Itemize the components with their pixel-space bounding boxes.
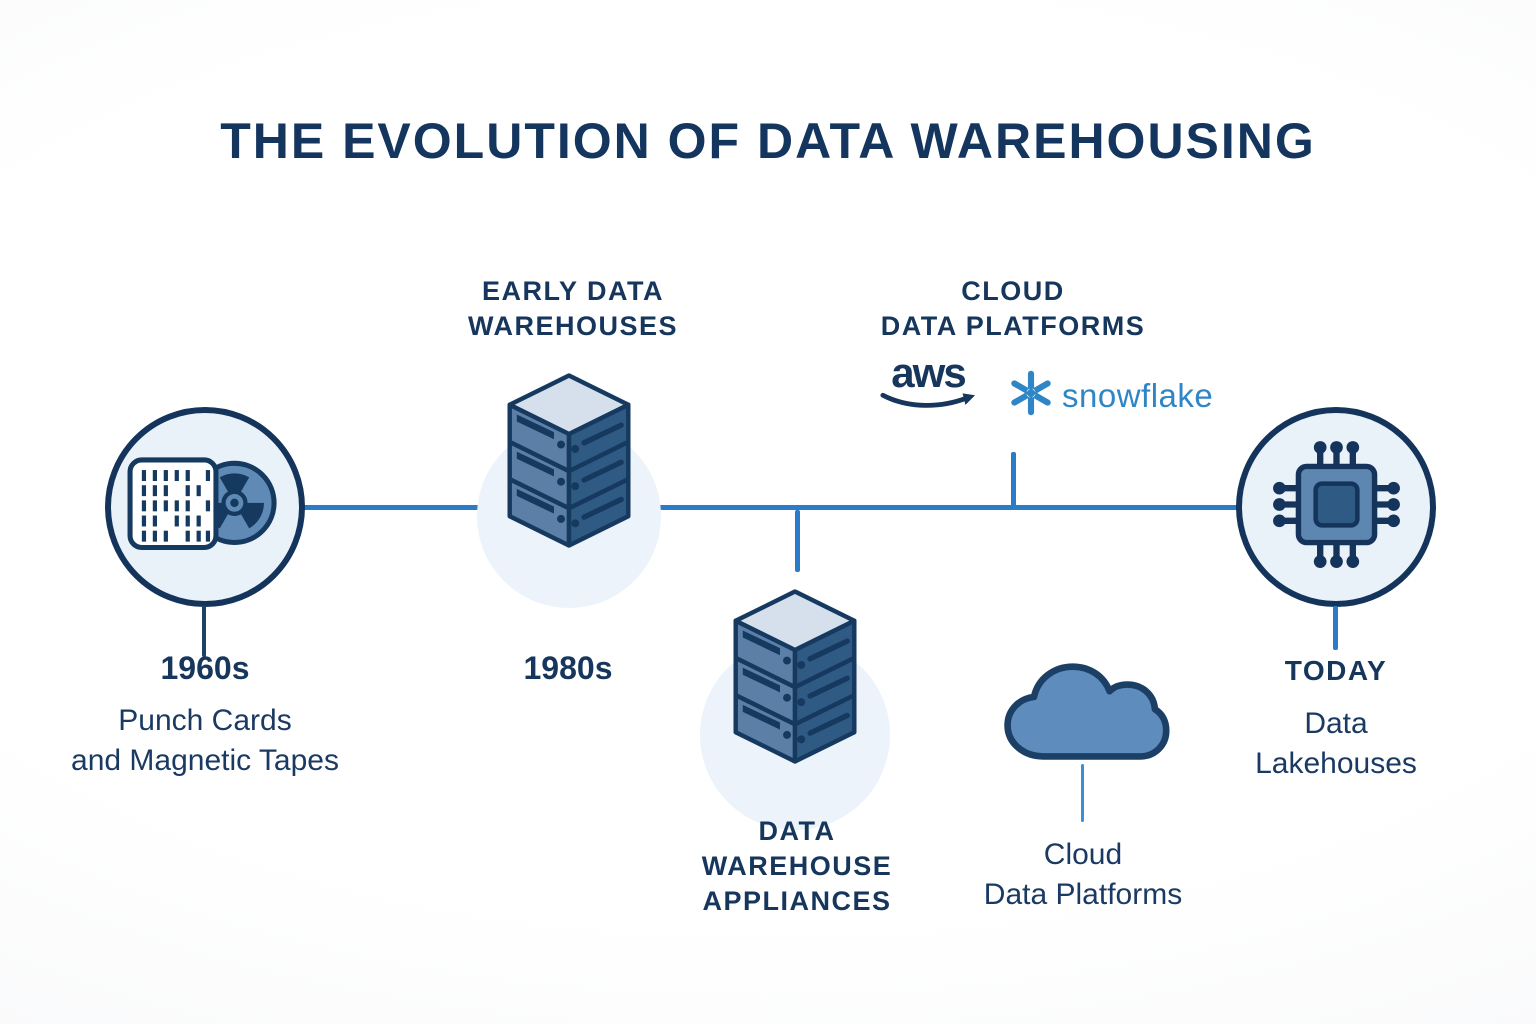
snowflake-mark-icon bbox=[1008, 370, 1054, 421]
appliances-heading: DATA WAREHOUSE APPLIANCES bbox=[701, 816, 893, 917]
aws-logo: aws bbox=[878, 349, 978, 412]
era-1960-year: 1960s bbox=[160, 650, 250, 686]
cloud-heading-connector bbox=[1011, 452, 1016, 508]
era-1960-circle bbox=[105, 407, 305, 607]
era-1960-connector bbox=[202, 605, 206, 657]
cloud-heading: CLOUD DATA PLATFORMS bbox=[880, 276, 1146, 342]
aws-smile-icon bbox=[880, 392, 976, 408]
appliances-connector bbox=[795, 510, 800, 572]
cloud-icon bbox=[1000, 660, 1170, 769]
era-1980-year: 1980s bbox=[523, 650, 613, 686]
today-year: TODAY bbox=[1284, 655, 1388, 686]
era-1980-heading: EARLY DATA WAREHOUSES bbox=[467, 276, 679, 342]
timeline-line bbox=[302, 505, 1238, 510]
cloud-label: Cloud Data Platforms bbox=[983, 838, 1183, 911]
server-stack-icon bbox=[719, 588, 871, 770]
cloud-label-connector bbox=[1081, 764, 1084, 822]
page-title: THE EVOLUTION OF DATA WAREHOUSING bbox=[220, 113, 1316, 169]
today-label: Data Lakehouses bbox=[1255, 707, 1417, 780]
microchip-icon bbox=[1264, 432, 1409, 582]
punch-card-and-magnetic-tape-icon bbox=[125, 448, 285, 567]
today-circle bbox=[1236, 407, 1436, 607]
snowflake-logo: snowflake bbox=[1008, 370, 1213, 421]
server-stack-icon bbox=[493, 372, 645, 554]
aws-logo-text: aws bbox=[891, 349, 966, 396]
snowflake-logo-text: snowflake bbox=[1062, 376, 1214, 414]
today-connector bbox=[1333, 606, 1338, 650]
era-1960-label: Punch Cards and Magnetic Tapes bbox=[71, 704, 339, 777]
